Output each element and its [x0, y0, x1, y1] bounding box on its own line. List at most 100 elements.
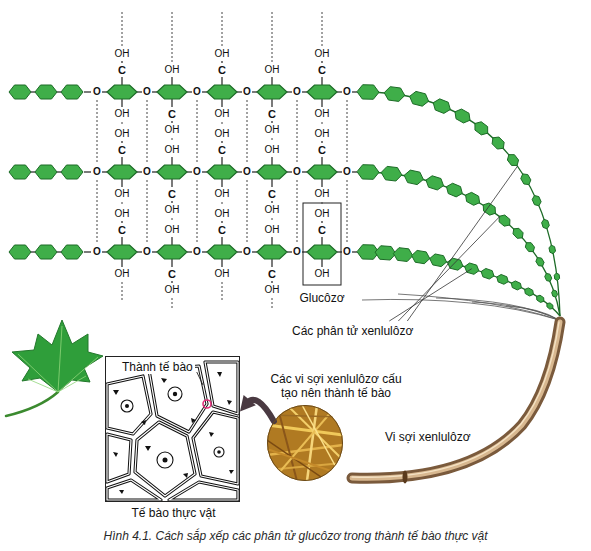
- hydroxyl-group: OH: [215, 108, 230, 120]
- bond: [271, 157, 272, 165]
- carbon-symbol: C: [318, 64, 326, 76]
- molecule-line: [472, 302, 559, 320]
- fibre: [267, 425, 343, 435]
- carbon-symbol: C: [218, 144, 226, 156]
- photo-ground: [267, 405, 343, 481]
- hydroxyl-group: OH: [265, 64, 280, 76]
- bond: [271, 99, 272, 107]
- hydroxyl-group: OH: [215, 208, 230, 220]
- glucose-ring: [375, 246, 396, 260]
- hydroxyl-group: OH: [165, 64, 180, 76]
- chain-backbone: [368, 172, 560, 316]
- cell-wall: [107, 434, 131, 482]
- hydroxyl-group: OH: [315, 208, 330, 220]
- bond: [171, 121, 172, 123]
- glucose-ring: [525, 288, 534, 296]
- glucose-ring: [481, 268, 494, 279]
- glucose-ring: [497, 274, 508, 284]
- hydroxyl-group: OH: [265, 224, 280, 236]
- nucleus: [214, 447, 224, 457]
- bond: [352, 91, 357, 92]
- hydroxyl-group: OH: [315, 48, 330, 60]
- hydrogen-bond: [172, 12, 173, 62]
- glucose-ring: [492, 137, 504, 149]
- bond: [271, 281, 272, 283]
- oxygen-symbol: O: [293, 166, 301, 178]
- hydroxyl-group: OH: [315, 188, 330, 200]
- hydroxyl-group: OH: [115, 268, 130, 280]
- carbon-symbol: C: [218, 224, 226, 236]
- carbon-symbol: C: [218, 64, 226, 76]
- glucose-ring: [207, 245, 237, 259]
- hydrogen-bond: [172, 218, 173, 222]
- oxygen-symbol: O: [343, 166, 351, 178]
- glucose-ring: [9, 165, 31, 179]
- oxygen-symbol: O: [243, 166, 251, 178]
- glucose-ring: [410, 91, 429, 106]
- part-label: Thành tế bào: [120, 360, 195, 374]
- bond: [321, 141, 322, 143]
- oxygen-symbol: O: [143, 246, 151, 258]
- bond: [121, 61, 122, 63]
- carbon-symbol: C: [168, 268, 176, 280]
- hydroxyl-group: OH: [315, 268, 330, 280]
- hydrogen-bond: [122, 282, 123, 300]
- hydrogen-bond: [147, 180, 148, 244]
- nucleus: [157, 452, 173, 468]
- glucose-ring: [536, 258, 544, 267]
- hydrogen-bond: [122, 122, 123, 126]
- cell-wall-line: [107, 376, 151, 434]
- glucose-ring: [9, 85, 31, 99]
- cell-box: Tế bào thực vật: [105, 356, 240, 502]
- carbon-symbol: C: [168, 188, 176, 200]
- glucose-ring: [307, 245, 337, 259]
- carbon-symbol: C: [168, 108, 176, 120]
- bond: [271, 179, 272, 187]
- cell-wall-line: [169, 482, 238, 500]
- hydrogen-bond: [172, 138, 173, 142]
- hydrogen-bond: [347, 180, 348, 244]
- carbon-symbol: C: [268, 268, 276, 280]
- bond: [221, 77, 222, 85]
- cell-wall: [135, 422, 195, 496]
- glucose-ring: [404, 170, 423, 185]
- nucleus: [121, 400, 133, 412]
- hydrogen-bond: [222, 202, 223, 206]
- glucose-ring: [499, 215, 510, 226]
- oxygen-symbol: O: [293, 246, 301, 258]
- hydrogen-bond: [272, 12, 273, 62]
- cell-wall: [107, 376, 151, 434]
- leader-line: [389, 269, 471, 321]
- hydrogen-bond: [347, 100, 348, 164]
- bond: [171, 281, 172, 283]
- fibre: [267, 440, 327, 481]
- bond: [271, 77, 272, 85]
- hydrogen-bond: [272, 138, 273, 142]
- bond: [171, 201, 172, 203]
- bond: [221, 237, 222, 245]
- hydroxyl-group: OH: [165, 284, 180, 296]
- cell-walls-outer: [107, 362, 238, 500]
- part-label: Glucôzơ: [299, 291, 344, 305]
- plastids: [113, 372, 234, 494]
- oxygen-symbol: O: [243, 246, 251, 258]
- glucose-ring: [511, 281, 521, 290]
- molecule-line: [398, 294, 559, 320]
- glucose-ring: [507, 155, 518, 166]
- nucleolus: [173, 392, 177, 396]
- bond: [121, 141, 122, 143]
- glucose-ring: [157, 85, 187, 99]
- bond: [271, 237, 272, 245]
- glucose-ring: [35, 245, 57, 259]
- hydroxyl-group: OH: [215, 128, 230, 140]
- hydroxyl-group: OH: [315, 128, 330, 140]
- nucleus: [168, 387, 182, 401]
- tube-band: [403, 471, 408, 484]
- hydroxyl-group: OH: [215, 268, 230, 280]
- hydroxyl-group: OH: [265, 124, 280, 136]
- carbon-symbol: C: [268, 188, 276, 200]
- bond: [121, 237, 122, 245]
- glucose-ring: [532, 196, 541, 206]
- glucose-ring: [307, 85, 337, 99]
